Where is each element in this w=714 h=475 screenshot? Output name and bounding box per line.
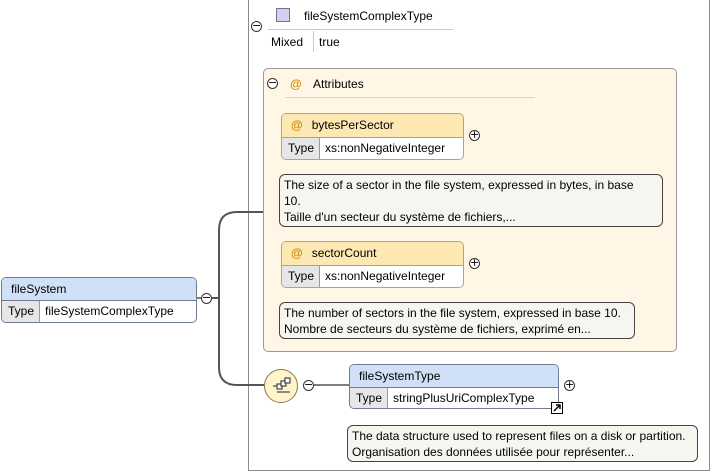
attributes-at-icon: @	[290, 77, 302, 91]
type-value: xs:nonNegativeInteger	[325, 269, 446, 283]
doc-line: The number of sectors in the file system…	[284, 306, 621, 320]
connector-to-attributes	[212, 211, 263, 299]
doc-line: The data structure used to represent fil…	[352, 429, 686, 443]
type-label: Type	[282, 266, 320, 287]
type-value: fileSystemComplexType	[45, 304, 174, 318]
mixed-value: true	[319, 35, 340, 49]
sequence-icon	[273, 377, 291, 393]
type-value: stringPlusUriComplexType	[393, 391, 535, 405]
sequence-compositor-icon[interactable]	[264, 369, 298, 403]
attribute-header: @ bytesPerSector	[282, 114, 463, 138]
mixed-label: Mixed	[271, 35, 304, 49]
attribute-at-icon: @	[291, 246, 303, 260]
doc-line: Taille d'un secteur du système de fichie…	[284, 210, 516, 224]
doc-line: 10.	[284, 194, 301, 208]
attribute-sector-count[interactable]: @ sectorCount Type xs:nonNegativeInteger	[281, 241, 464, 288]
element-header: fileSystem	[2, 278, 196, 301]
expand-child-icon[interactable]: +	[564, 378, 575, 391]
collapse-root-icon[interactable]: −	[201, 291, 212, 304]
child-element-file-system-type[interactable]: fileSystemType Type stringPlusUriComplex…	[349, 364, 559, 409]
collapse-complex-type-icon[interactable]: −	[251, 19, 262, 32]
mixed-divider	[313, 31, 314, 52]
doc-line: The size of a sector in the file system,…	[284, 178, 634, 192]
bytes-per-sector-doc: The size of a sector in the file system,…	[279, 174, 663, 227]
attribute-type-row: Type xs:nonNegativeInteger	[282, 138, 463, 159]
doc-line: Organisation des données utilisée pour r…	[352, 445, 635, 459]
arrow-out-icon	[553, 404, 561, 412]
complex-type-name: fileSystemComplexType	[304, 9, 433, 23]
element-type-row: Type fileSystemComplexType	[2, 301, 196, 322]
complex-type-icon	[276, 8, 290, 22]
attribute-type-row: Type xs:nonNegativeInteger	[282, 266, 463, 287]
child-element-doc: The data structure used to represent fil…	[347, 425, 698, 462]
type-value: xs:nonNegativeInteger	[325, 141, 446, 155]
element-header: fileSystemType	[350, 365, 558, 388]
collapse-attributes-icon[interactable]: −	[267, 76, 278, 89]
attributes-label: Attributes	[313, 77, 364, 91]
connector-to-sequence	[218, 298, 264, 386]
type-label: Type	[2, 301, 40, 322]
type-link-icon[interactable]	[551, 402, 563, 414]
root-element-file-system[interactable]: fileSystem Type fileSystemComplexType	[1, 277, 197, 323]
attribute-header: @ sectorCount	[282, 242, 463, 266]
sector-count-doc: The number of sectors in the file system…	[279, 302, 635, 339]
attribute-name: bytesPerSector	[311, 118, 394, 132]
collapse-sequence-icon[interactable]: −	[303, 378, 314, 391]
attribute-bytes-per-sector[interactable]: @ bytesPerSector Type xs:nonNegativeInteg…	[281, 113, 464, 160]
expand-sector-count-icon[interactable]: +	[469, 256, 480, 269]
expand-bytes-per-sector-icon[interactable]: +	[469, 128, 480, 141]
attribute-name: sectorCount	[311, 246, 377, 260]
attribute-at-icon: @	[291, 118, 303, 132]
attributes-underline	[285, 97, 535, 98]
type-label: Type	[350, 388, 388, 408]
doc-line: Nombre de secteurs du système de fichier…	[284, 322, 591, 336]
element-type-row: Type stringPlusUriComplexType	[350, 388, 558, 408]
complex-type-header-underline	[268, 29, 453, 30]
type-label: Type	[282, 138, 320, 159]
